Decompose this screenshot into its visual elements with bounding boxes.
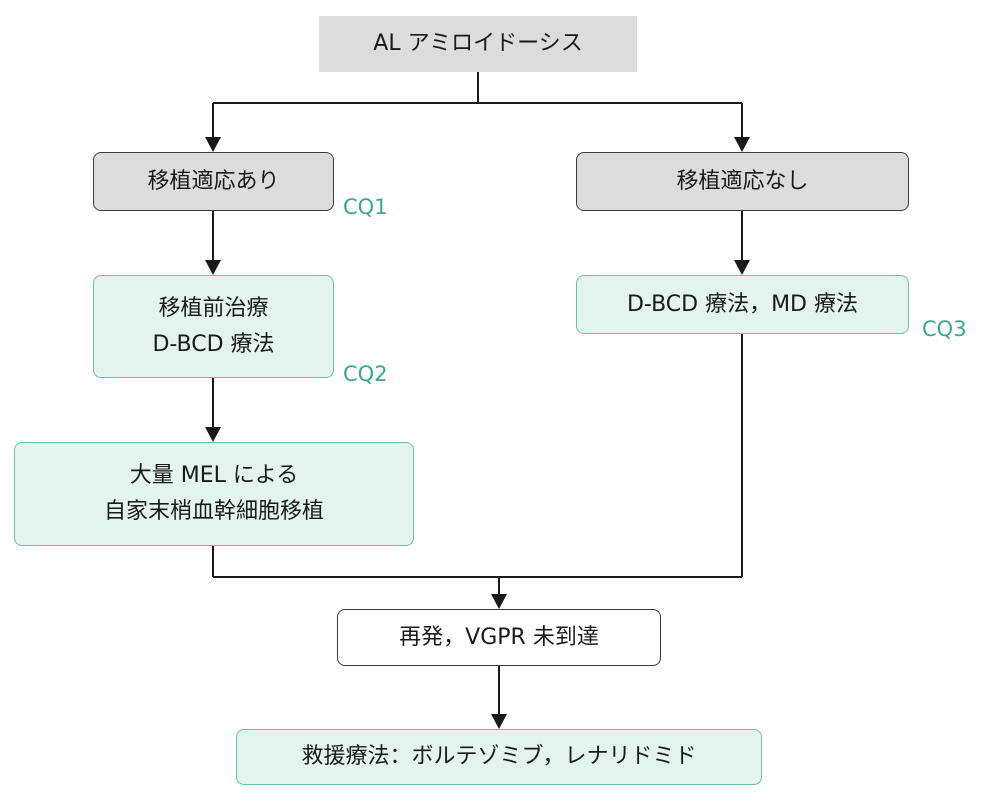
node-relapse-text: 再発，VGPR 未到達: [399, 624, 599, 650]
arrowhead-relapse: [491, 594, 507, 609]
arrowhead-pre-transplant: [205, 260, 221, 275]
cq3-label: CQ3: [922, 317, 967, 341]
node-al-amyloidosis-text: AL アミロイドーシス: [373, 31, 583, 56]
node-pre-transplant-line-1: 移植前治療: [158, 295, 269, 321]
node-salvage-therapy-text: 救援療法：ボルテゾミブ，レナリドミド: [301, 744, 697, 769]
node-transplant-eligible-text: 移植適応あり: [147, 168, 280, 194]
arrowhead-transplant-eligible: [205, 137, 221, 152]
node-salvage-therapy: 救援療法：ボルテゾミブ，レナリドミド: [236, 729, 762, 785]
cq2-label: CQ2: [343, 362, 388, 386]
node-pre-transplant-line-2: D-BCD 療法: [152, 331, 275, 357]
node-non-transplant-therapy: D-BCD 療法，MD 療法: [576, 275, 909, 334]
node-transplant-ineligible: 移植適応なし: [576, 152, 909, 211]
node-asct-line-1: 大量 MEL による: [129, 463, 299, 488]
arrowhead-rescue: [491, 714, 507, 729]
node-asct-line-2: 自家末梢血幹細胞移植: [103, 499, 324, 524]
node-transplant-eligible: 移植適応あり: [93, 152, 334, 211]
node-transplant-ineligible-text: 移植適応なし: [676, 168, 809, 194]
node-non-transplant-therapy-text: D-BCD 療法，MD 療法: [626, 291, 858, 317]
cq1-label: CQ1: [343, 195, 388, 219]
node-relapse-vgpr-not-reached: 再発，VGPR 未到達: [337, 609, 661, 666]
arrowhead-asct: [205, 427, 221, 442]
node-al-amyloidosis: AL アミロイドーシス: [319, 16, 637, 72]
arrowhead-non-transplant-therapy: [734, 260, 750, 275]
arrowhead-transplant-ineligible: [734, 137, 750, 152]
node-pre-transplant-therapy: 移植前治療 D-BCD 療法: [93, 275, 334, 378]
node-high-dose-mel-asct: 大量 MEL による 自家末梢血幹細胞移植: [14, 442, 414, 546]
